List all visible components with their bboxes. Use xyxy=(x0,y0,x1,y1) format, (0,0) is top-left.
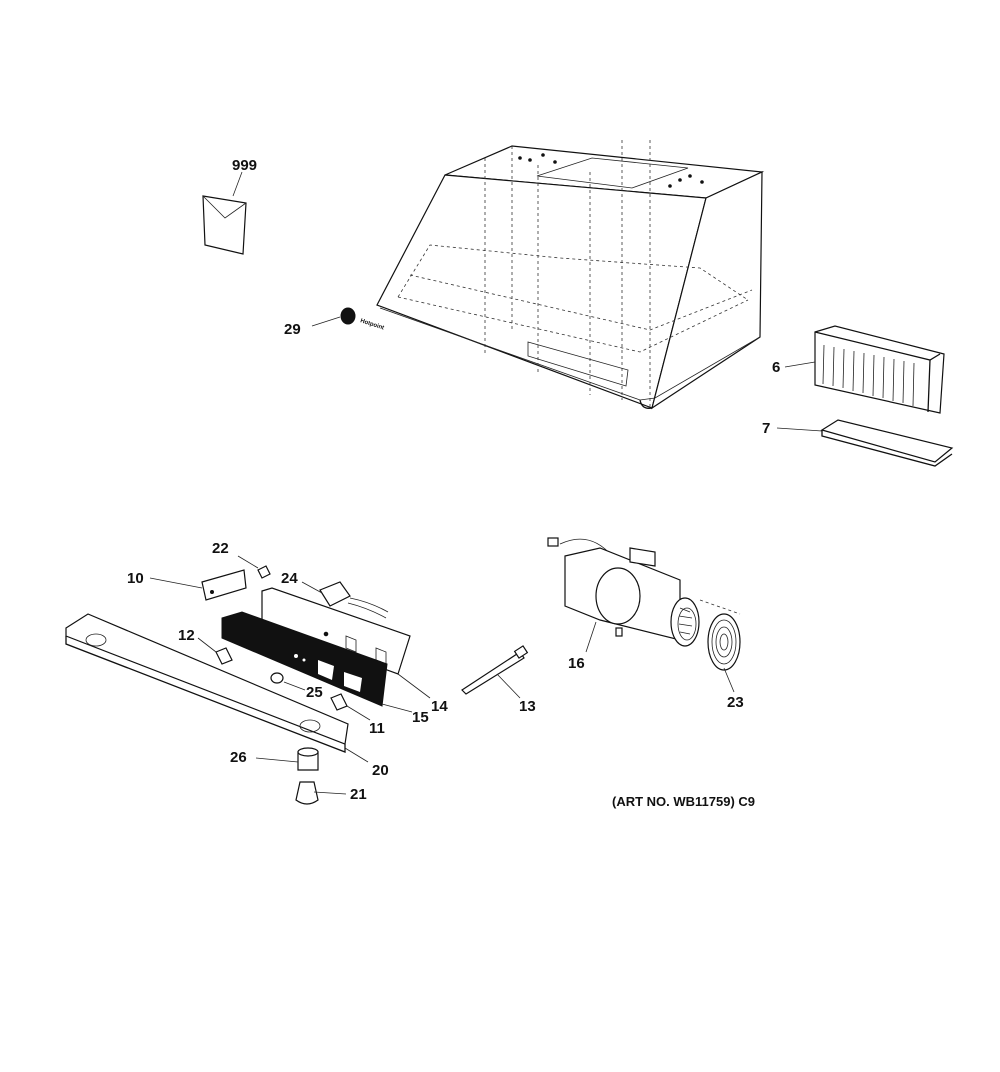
callout-21: 21 xyxy=(350,786,367,803)
callout-24: 24 xyxy=(281,570,298,587)
callout-16: 16 xyxy=(568,655,585,672)
part-14-housing xyxy=(261,587,431,699)
part-10-bracket xyxy=(149,569,247,601)
part-29-badge: Hotpoint xyxy=(311,307,385,332)
callout-11: 11 xyxy=(369,720,385,737)
callout-999: 999 xyxy=(232,157,257,174)
part-6-filter xyxy=(784,325,945,414)
callout-22: 22 xyxy=(212,540,229,557)
part-20-rail xyxy=(65,613,369,763)
part-23-plate xyxy=(707,613,741,693)
hood-shell xyxy=(376,140,765,410)
part-24-switch xyxy=(301,581,389,619)
callout-29: 29 xyxy=(284,321,301,338)
part-22-clip xyxy=(237,555,271,579)
part-7-channel xyxy=(776,419,954,467)
part-15-panel xyxy=(221,611,413,713)
callout-7: 7 xyxy=(762,420,770,437)
callout-13: 13 xyxy=(519,698,536,715)
part-16-blower xyxy=(547,537,741,653)
callout-20: 20 xyxy=(372,762,389,779)
callout-26: 26 xyxy=(230,749,247,766)
callout-12: 12 xyxy=(178,627,195,644)
callout-15: 15 xyxy=(412,709,429,726)
badge-brand-text: Hotpoint xyxy=(359,318,384,331)
callout-25: 25 xyxy=(306,684,323,701)
part-11-switch xyxy=(330,693,371,721)
callout-10: 10 xyxy=(127,570,144,587)
callout-14: 14 xyxy=(431,698,448,715)
part-13-shaft xyxy=(461,645,529,699)
part-12-switch xyxy=(197,637,233,665)
part-999-envelope xyxy=(202,171,247,255)
callout-6: 6 xyxy=(772,359,780,376)
part-26-socket xyxy=(255,747,319,771)
art-number: (ART NO. WB11759) C9 xyxy=(612,794,755,809)
part-25-knob xyxy=(270,672,306,691)
callout-23: 23 xyxy=(727,694,744,711)
part-21-bulb xyxy=(295,781,347,805)
